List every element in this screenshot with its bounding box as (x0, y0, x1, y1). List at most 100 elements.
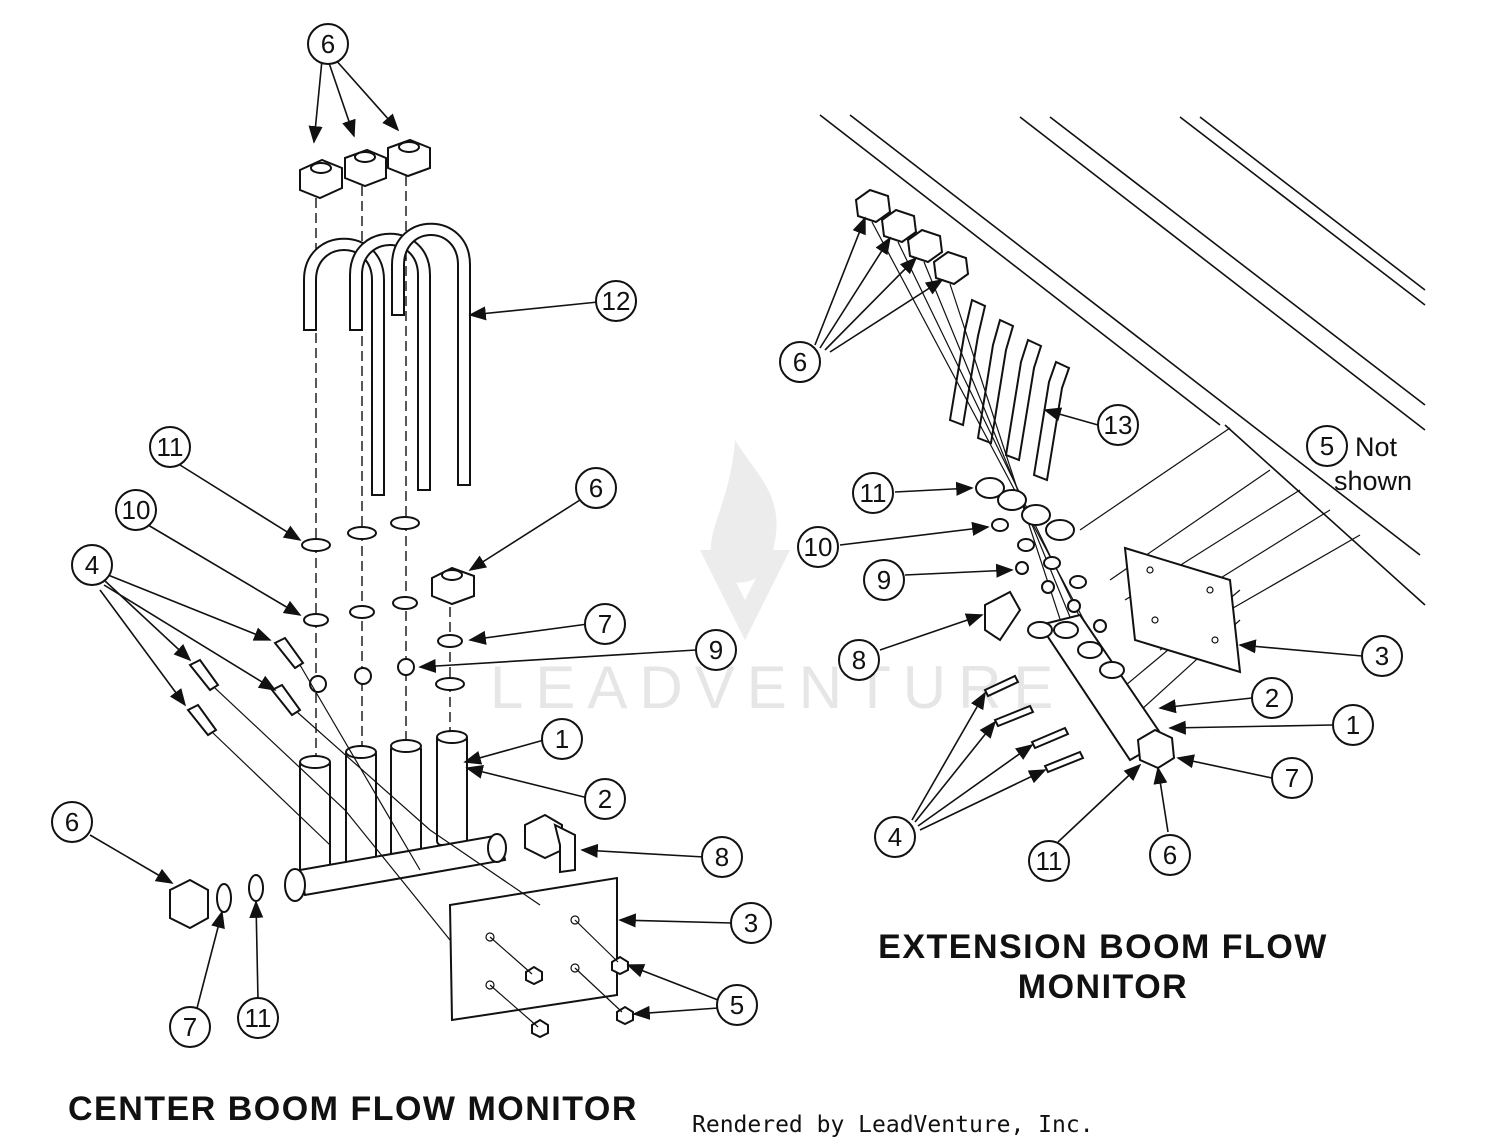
bolt (186, 703, 218, 737)
extension-callout-circle (874, 816, 916, 858)
center-callout-circle (51, 801, 93, 843)
center-callout-circle (595, 280, 637, 322)
extension-callout: 3 (1361, 635, 1403, 677)
center-callout-number: 1 (555, 724, 569, 754)
center-callout-number: 5 (730, 990, 744, 1020)
extension-boom-assembly (819, 114, 1426, 774)
extension-callout: 4 (874, 816, 916, 858)
center-callout-number: 4 (85, 550, 99, 580)
center-callout-circle (730, 902, 772, 944)
extension-callout-number: 9 (877, 565, 891, 595)
center-callout: 5 (716, 984, 758, 1026)
center-callout-number: 7 (183, 1012, 197, 1042)
center-callout: 7 (584, 603, 626, 645)
credit-text: Rendered by LeadVenture, Inc. (692, 1112, 1094, 1138)
center-callout: 10 (115, 489, 157, 531)
center-callout: 6 (51, 801, 93, 843)
center-callout: 9 (695, 629, 737, 671)
u-tube (391, 222, 471, 486)
center-callout: 1 (541, 718, 583, 760)
extension-callout-circle (1361, 635, 1403, 677)
extension-callout-circle (1306, 425, 1348, 467)
center-callout-number: 6 (65, 807, 79, 837)
extension-callout-circle (779, 341, 821, 383)
extension-callout: 2 (1251, 677, 1293, 719)
bolt (270, 683, 302, 717)
center-title: CENTER BOOM FLOW MONITOR (68, 1090, 638, 1128)
extension-callout: 11 (1028, 840, 1070, 882)
center-callout-circle (716, 984, 758, 1026)
extension-callout-number: 6 (793, 347, 807, 377)
extension-callout: 5 (1306, 425, 1348, 467)
extension-callout: 11 (852, 472, 894, 514)
extension-callout-number: 10 (804, 532, 833, 562)
center-callout-circle (307, 23, 349, 65)
center-callout: 11 (237, 997, 279, 1039)
top-nut (344, 148, 387, 188)
extension-title-line2: MONITOR (1018, 968, 1188, 1006)
extension-callout-circle (1332, 704, 1374, 746)
extension-leaders (814, 216, 1363, 843)
extension-callout-circle (1149, 834, 1191, 876)
center-callout-circle (149, 426, 191, 468)
bolt (273, 636, 305, 670)
u-tube (303, 237, 385, 496)
center-callout-number: 11 (245, 1003, 272, 1033)
center-callout: 11 (149, 426, 191, 468)
extension-title-line1: EXTENSION BOOM FLOW (878, 928, 1328, 966)
center-callout-circle (115, 489, 157, 531)
u-tube (349, 232, 431, 491)
center-callout: 12 (595, 280, 637, 322)
center-callout: 6 (307, 23, 349, 65)
bolt (188, 658, 220, 692)
extension-callout-number: 3 (1375, 641, 1389, 671)
center-callout-circle (584, 778, 626, 820)
center-callout: 2 (584, 778, 626, 820)
center-callout-number: 6 (321, 29, 335, 59)
watermark-text: LEADVENTURE (490, 654, 1065, 721)
center-callout-circle (701, 836, 743, 878)
extension-callout-circle (797, 526, 839, 568)
center-callout-number: 3 (744, 908, 758, 938)
not-shown-note-line2: shown (1334, 466, 1412, 496)
extension-callout-circle (1097, 404, 1139, 446)
center-callout: 6 (575, 467, 617, 509)
extension-callout-number: 6 (1163, 840, 1177, 870)
center-callout-circle (71, 544, 113, 586)
extension-callout: 10 (797, 526, 839, 568)
not-shown-note-line1: Not (1355, 432, 1398, 462)
top-nut (387, 138, 431, 178)
center-callout-number: 6 (589, 473, 603, 503)
extension-callout-circle (1271, 757, 1313, 799)
center-callout-circle (695, 629, 737, 671)
center-callout: 4 (71, 544, 113, 586)
extension-callout-circle (852, 472, 894, 514)
center-callout-number: 9 (709, 635, 723, 665)
center-callout-number: 7 (598, 609, 612, 639)
extension-callout-number: 8 (852, 645, 866, 675)
top-nut (299, 158, 343, 200)
extension-callout-number: 2 (1265, 683, 1279, 713)
center-boom-assembly (169, 138, 634, 1039)
center-leaders (89, 57, 733, 1020)
center-callout: 7 (169, 1006, 211, 1048)
extension-callout: 8 (838, 639, 880, 681)
extension-callout-circle (863, 559, 905, 601)
extension-callout-number: 11 (1036, 846, 1063, 876)
watermark: LEADVENTURE (490, 440, 1065, 721)
center-callout-circle (584, 603, 626, 645)
extension-callout: 6 (1149, 834, 1191, 876)
center-callout-circle (237, 997, 279, 1039)
center-callout-circle (575, 467, 617, 509)
extension-callout-circle (1028, 840, 1070, 882)
extension-callout-circle (838, 639, 880, 681)
extension-callout: 6 (779, 341, 821, 383)
extension-callout: 9 (863, 559, 905, 601)
center-callout-number: 12 (602, 286, 631, 316)
center-callout: 8 (701, 836, 743, 878)
extension-callout-circle (1251, 677, 1293, 719)
extension-callout: 13 (1097, 404, 1139, 446)
